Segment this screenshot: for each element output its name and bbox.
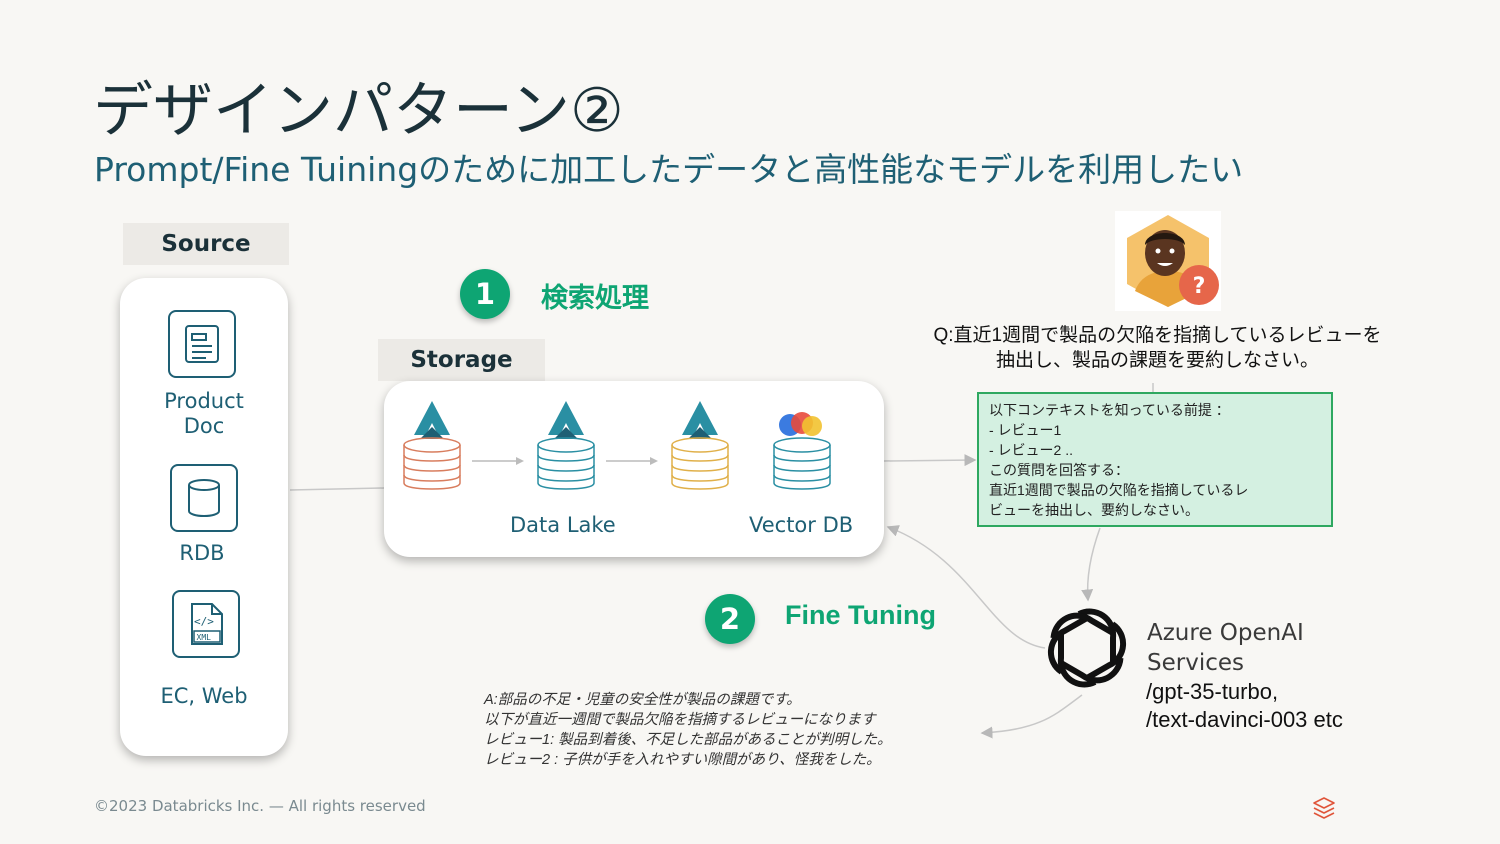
source-label: Source (123, 223, 289, 265)
step-2-label: Fine Tuning (785, 600, 936, 630)
footer-copyright: ©2023 Databricks Inc. — All rights reser… (94, 797, 426, 815)
page-subtitle: Prompt/Fine Tuiningのために加工したデータと高性能なモデルを利… (94, 150, 1244, 189)
step-1-label: 検索処理 (541, 283, 649, 314)
silver-delta-table-icon (537, 401, 595, 490)
arrow-storage-to-context (883, 454, 977, 467)
question-badge-icon (1179, 265, 1219, 305)
step-2-badge: 2 (705, 594, 755, 644)
arrow-openai-to-answer (980, 694, 1083, 739)
source-item-ec-web: EC, Web (160, 684, 248, 708)
answer-line: A:部品の不足・児童の安全性が製品の課題です。 (484, 692, 801, 708)
openai-service-name: Azure OpenAI Services (1147, 620, 1304, 676)
storage-label: Storage (378, 339, 545, 381)
document-icon (168, 310, 236, 378)
arrow-bronze-to-silver (472, 457, 524, 465)
svg-text:?: ? (1193, 274, 1206, 299)
context-line: ビューを抽出し、要約しなさい。 (989, 502, 1199, 518)
svg-text:XML: XML (197, 633, 212, 642)
answer-line: レビュー2 : 子供が手を入れやすい隙間があり、怪我をした。 (484, 752, 881, 768)
arrow-source-to-storage (289, 487, 385, 491)
storage-card: Data Lake Vector DB (384, 381, 884, 557)
gold-delta-table-icon (671, 401, 729, 490)
databricks-logo-icon (1313, 797, 1335, 819)
openai-logo-icon (1047, 608, 1127, 688)
answer-line: 以下が直近一週間で製品欠陥を指摘するレビューになります (484, 712, 876, 728)
xml-file-icon: </> XML (172, 590, 240, 658)
arrow-silver-to-gold (606, 457, 658, 465)
database-icon (170, 464, 238, 532)
source-card: Product Doc RDB </> XML EC, Web (120, 278, 288, 756)
context-line: - レビュー2 .. (989, 442, 1074, 458)
context-line: 直近1週間で製品の欠陥を指摘しているレ (989, 482, 1249, 498)
arrow-openai-to-vectordb (886, 525, 1046, 649)
openai-model-list: /gpt-35-turbo, /text-davinci-003 etc (1146, 679, 1343, 732)
answer-text: A:部品の不足・児童の安全性が製品の課題です。 以下が直近一週間で製品欠陥を指摘… (484, 690, 892, 770)
page-title: デザインパターン② (93, 76, 624, 146)
context-line: - レビュー1 (989, 422, 1062, 438)
svg-text:</>: </> (194, 615, 214, 628)
user-question: Q:直近1週間で製品の欠陥を指摘しているレビューを 抽出し、製品の課題を要約しな… (933, 325, 1382, 371)
source-item-product-doc: Product Doc (164, 389, 244, 438)
bronze-delta-table-icon (403, 401, 461, 490)
arrow-context-to-openai (1081, 527, 1101, 602)
user-avatar: ? (1115, 211, 1221, 311)
context-line: この質問を回答する： (989, 462, 1129, 478)
source-item-rdb: RDB (179, 541, 225, 565)
step-1-badge: 1 (460, 269, 510, 319)
vector-db-label: Vector DB (749, 513, 854, 537)
context-prompt-box: 以下コンテキストを知っている前提 ： - レビュー1 - レビュー2 .. この… (977, 392, 1333, 527)
data-lake-label: Data Lake (510, 513, 616, 537)
answer-line: レビュー1: 製品到着後、不足した部品があることが判明した。 (484, 732, 892, 748)
vector-db-icon (773, 412, 831, 490)
context-line: 以下コンテキストを知っている前提 ： (989, 402, 1230, 418)
